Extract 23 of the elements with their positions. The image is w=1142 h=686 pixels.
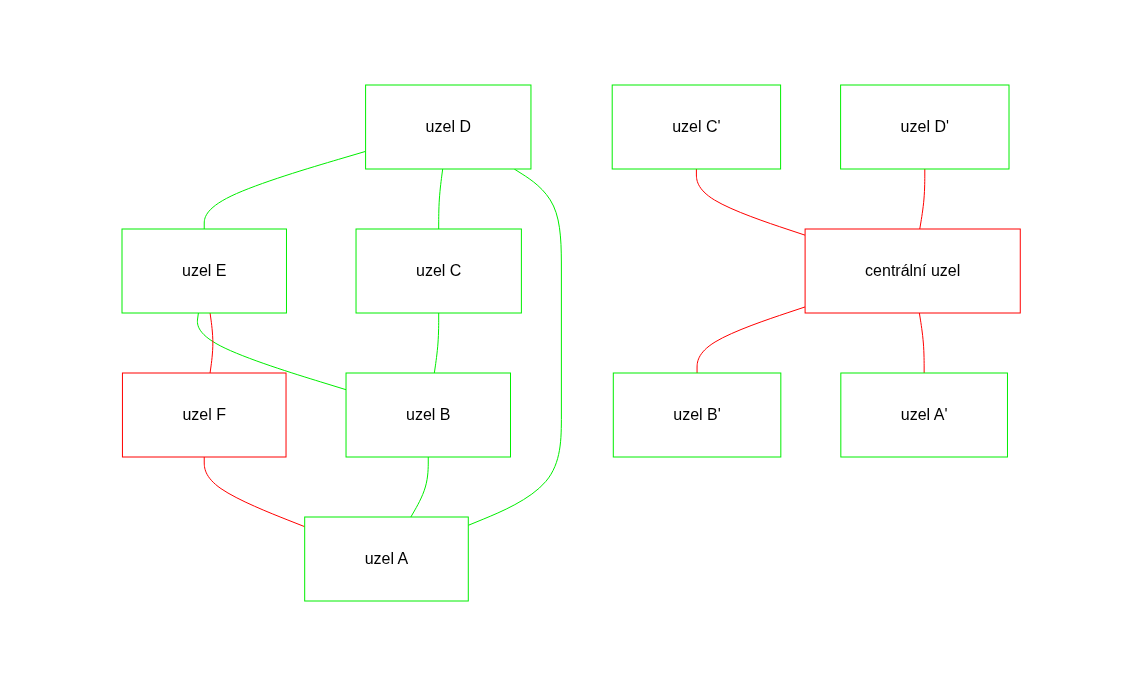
connector [203, 150, 366, 230]
connector [695, 168, 806, 236]
node-box: uzel E [121, 228, 287, 314]
connector [696, 306, 806, 374]
connector [203, 456, 306, 528]
node-box: uzel C [355, 228, 522, 314]
node-box: uzel D [364, 84, 532, 170]
connector [918, 312, 925, 374]
node-box: uzel A' [840, 372, 1008, 458]
connector [410, 456, 429, 518]
connector [433, 312, 440, 374]
node-box: uzel D' [839, 84, 1010, 170]
node-box: uzel B' [612, 372, 782, 458]
connector [919, 168, 926, 230]
node-box: uzel F [121, 372, 287, 458]
connector [467, 168, 562, 526]
connector [438, 168, 444, 230]
node-box: uzel C' [611, 84, 781, 170]
node-box: uzel A [304, 516, 469, 602]
connector [196, 312, 347, 391]
node-box: uzel B [345, 372, 511, 458]
node-box: centrální uzel [804, 228, 1021, 314]
connector [209, 312, 214, 374]
